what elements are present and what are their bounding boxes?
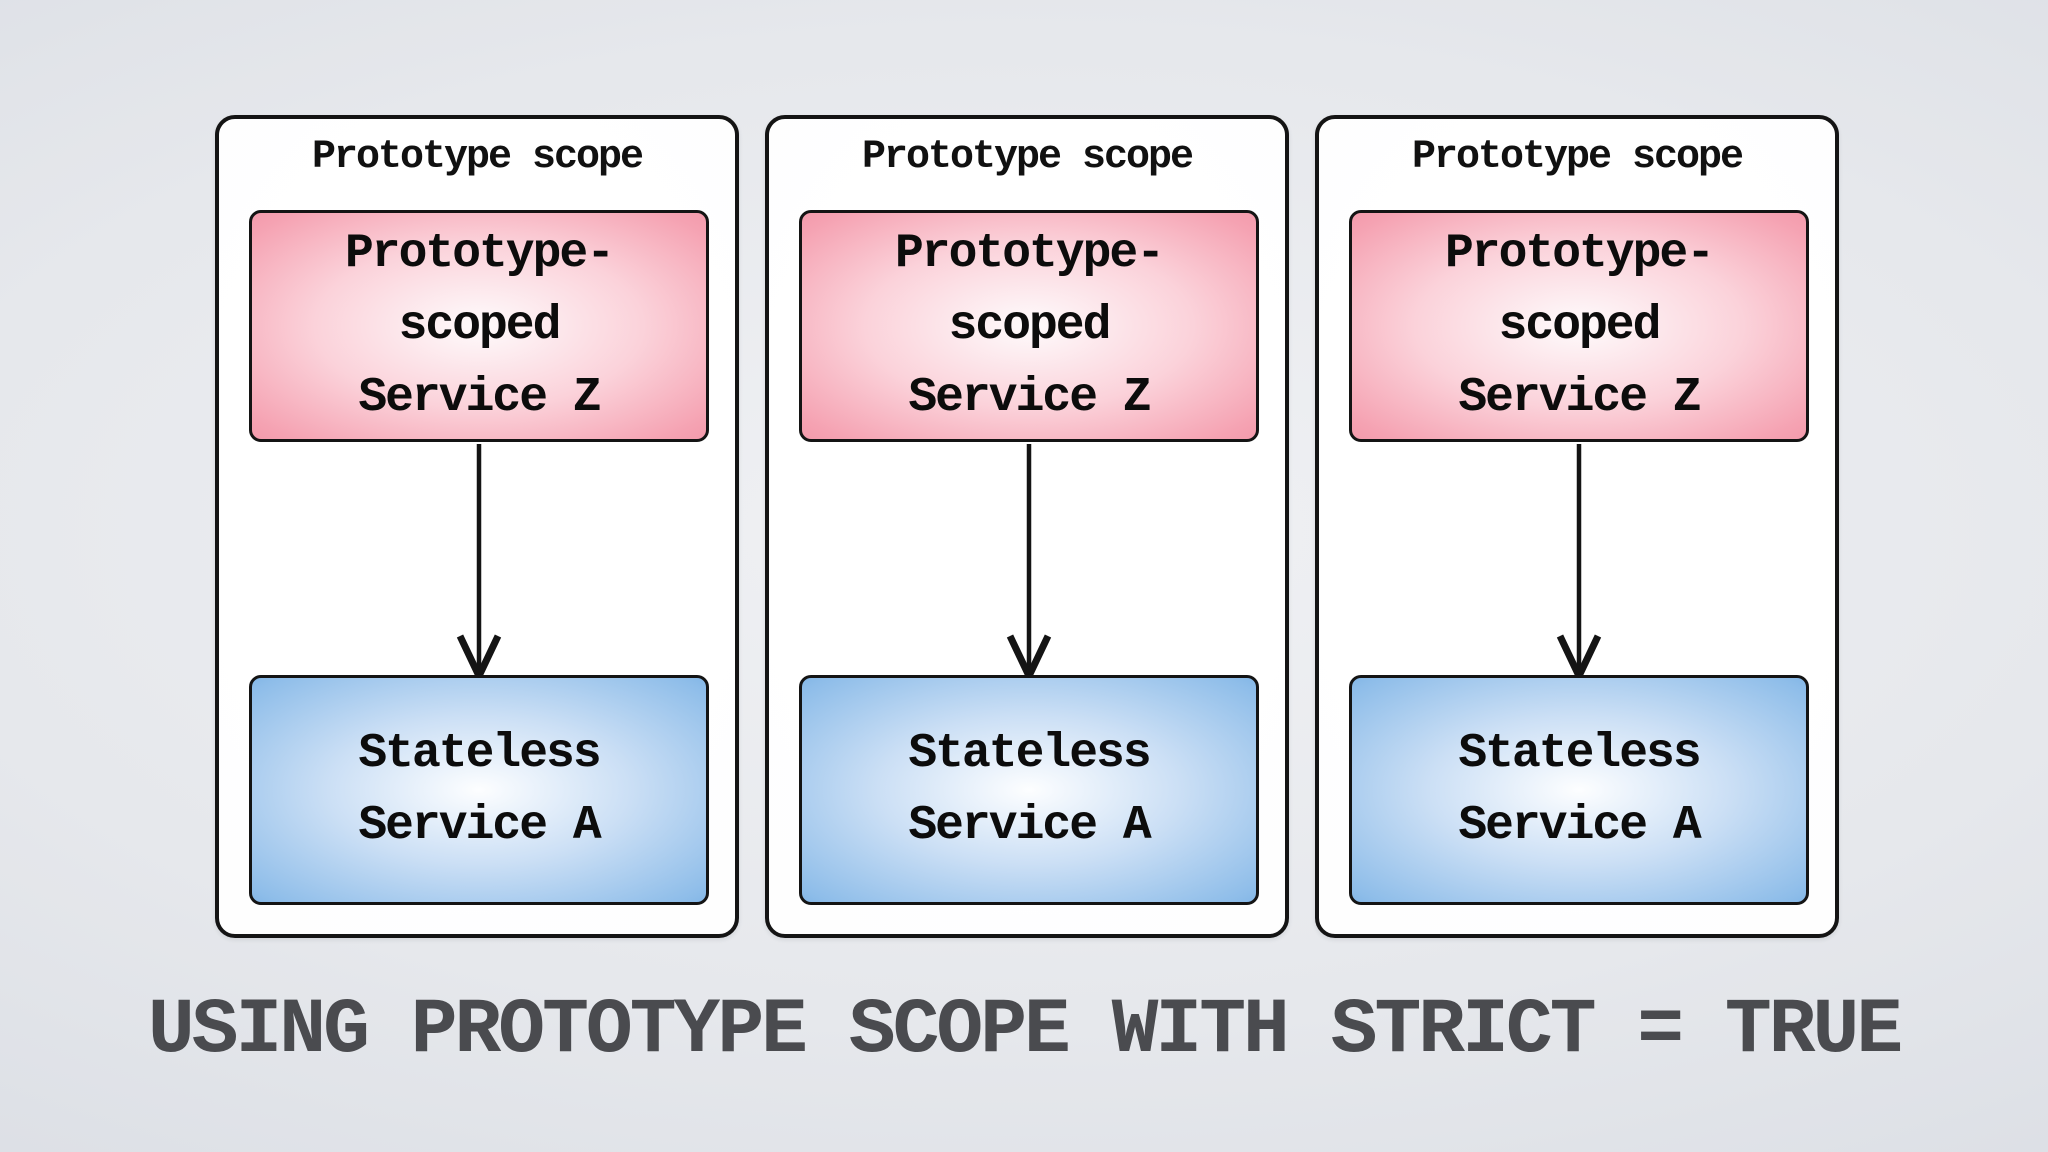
service-box-line: Service Z [1458, 371, 1701, 425]
service-box-line: Service A [1458, 799, 1701, 853]
service-box-line: scoped [948, 299, 1112, 353]
prototype-scope-panel-3: Prototype scope Prototype- scoped Servic… [1315, 115, 1839, 938]
service-box-line: Service A [908, 799, 1151, 853]
stateless-service-a-box: Stateless Service A [799, 675, 1259, 905]
arrow-down-icon [456, 444, 502, 682]
service-box-line: Prototype- [1444, 227, 1715, 281]
prototype-scope-panel-1: Prototype scope Prototype- scoped Servic… [215, 115, 739, 938]
service-box-line: Prototype- [894, 227, 1165, 281]
service-box-line: Prototype- [344, 227, 615, 281]
arrow-down-icon [1006, 444, 1052, 682]
panel-title: Prototype scope [1411, 135, 1744, 180]
service-box-line: Service Z [908, 371, 1151, 425]
arrow-down-icon [1556, 444, 1602, 682]
service-box-line: scoped [1498, 299, 1662, 353]
service-box-line: Stateless [908, 727, 1151, 781]
prototype-scoped-service-z-box: Prototype- scoped Service Z [249, 210, 709, 442]
prototype-scoped-service-z-box: Prototype- scoped Service Z [1349, 210, 1809, 442]
diagram-caption: USING PROTOTYPE SCOPE WITH STRICT = TRUE [147, 987, 1903, 1075]
stateless-service-a-box: Stateless Service A [249, 675, 709, 905]
panel-title: Prototype scope [861, 135, 1194, 180]
panel-title: Prototype scope [311, 135, 644, 180]
service-box-line: Service A [358, 799, 601, 853]
service-box-line: Stateless [1458, 727, 1701, 781]
service-box-line: scoped [398, 299, 562, 353]
prototype-scope-panel-2: Prototype scope Prototype- scoped Servic… [765, 115, 1289, 938]
stateless-service-a-box: Stateless Service A [1349, 675, 1809, 905]
service-box-line: Service Z [358, 371, 601, 425]
prototype-scoped-service-z-box: Prototype- scoped Service Z [799, 210, 1259, 442]
service-box-line: Stateless [358, 727, 601, 781]
